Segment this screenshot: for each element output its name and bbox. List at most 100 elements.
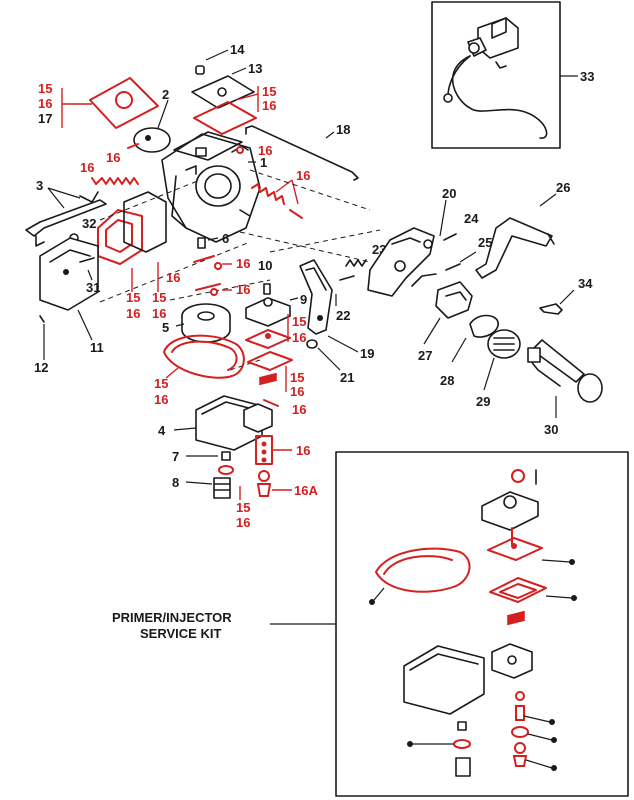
label-16-q: 16: [236, 515, 250, 530]
label-21: 21: [340, 370, 354, 385]
part-4-float-bowl: [195, 395, 273, 451]
label-15-g: 15: [126, 290, 140, 305]
label-12: 12: [34, 360, 48, 375]
part-30-choke-knob: [527, 339, 603, 403]
label-16-o: 16: [292, 402, 306, 417]
label-20: 20: [442, 186, 456, 201]
part-10-screw: [263, 283, 271, 295]
label-16-box: 16: [296, 443, 310, 458]
gasket-15-left: [89, 77, 159, 129]
spring-15-16-mid: [259, 373, 277, 385]
part-3-lever-arm: [25, 191, 107, 247]
part-23-spring: [345, 259, 367, 267]
part-12-screw: [39, 315, 45, 323]
label-22: 22: [336, 308, 350, 323]
label-16-upper: 16: [262, 98, 276, 113]
service-kit-inset: [335, 451, 629, 797]
label-15-h: 15: [152, 290, 166, 305]
label-15-m: 15: [290, 370, 304, 385]
label-13: 13: [248, 61, 262, 76]
label-33: 33: [580, 69, 594, 84]
part-18-link-rod: [245, 125, 359, 181]
part-34-clip: [539, 303, 563, 315]
label-5: 5: [162, 320, 169, 335]
label-7: 7: [172, 449, 179, 464]
label-9: 9: [300, 292, 307, 307]
spring-16-left: [91, 177, 139, 185]
screw-22-near: [339, 275, 355, 281]
part-2-diaphragm: [133, 127, 171, 153]
label-2: 2: [162, 87, 169, 102]
part-27-block: [435, 281, 473, 319]
label-16-d: 16: [258, 143, 272, 158]
label-16-i: 16: [236, 256, 250, 271]
label-15-q: 15: [236, 500, 250, 515]
part-6-pin: [197, 237, 206, 249]
label-4: 4: [158, 423, 166, 438]
diaphragm-15-16-mid: [245, 329, 293, 371]
label-18: 18: [336, 122, 350, 137]
label-16-l: 16: [292, 330, 306, 345]
label-3: 3: [36, 178, 43, 193]
label-24: 24: [464, 211, 479, 226]
part-24-screw: [443, 233, 457, 241]
part-1-carburetor-body: [161, 131, 261, 243]
part-9-primer-cap: [245, 297, 291, 327]
label-25: 25: [478, 235, 492, 250]
part-22-lever: [299, 259, 333, 335]
screw-16-left: [127, 143, 139, 149]
label-16-f: 16: [296, 168, 310, 183]
label-16-e: 16: [80, 160, 94, 175]
label-30: 30: [544, 422, 558, 437]
part-14-screw: [195, 65, 205, 75]
label-19: 19: [360, 346, 374, 361]
part-28-washer: [469, 314, 499, 338]
label-15-k: 15: [154, 376, 168, 391]
part-13-cover-plate: [191, 75, 255, 109]
part-8-drain-screw: [213, 477, 231, 499]
gasket-15-16-bowl: [163, 334, 245, 379]
label-8: 8: [172, 475, 179, 490]
label-16-c: 16: [106, 150, 120, 165]
part-25-screw: [445, 263, 461, 271]
label-29: 29: [476, 394, 490, 409]
part-21-washer: [306, 339, 318, 349]
dashed-guide-lines: [99, 169, 381, 371]
label-16-left: 16: [38, 96, 52, 111]
jet-16a: [256, 470, 272, 497]
jet-16-box: [255, 435, 273, 465]
label-15-upper: 15: [262, 84, 276, 99]
label-17: 17: [38, 111, 52, 126]
label-31: 31: [86, 280, 100, 295]
inset-box-33: [431, 1, 561, 149]
part-11-cover: [39, 237, 99, 311]
part-26-choke-lever: [475, 217, 555, 279]
label-28: 28: [440, 373, 454, 388]
label-32: 32: [82, 216, 96, 231]
label-6: 6: [222, 231, 229, 246]
pins-16-float: [193, 255, 222, 296]
screw-16-top: [236, 146, 244, 154]
label-1: 1: [260, 155, 267, 170]
label-16-j: 16: [236, 282, 250, 297]
label-11: 11: [90, 340, 104, 355]
label-15-left: 15: [38, 81, 52, 96]
part-31-screw: [79, 257, 95, 263]
part-29-disc: [487, 329, 521, 359]
label-14: 14: [230, 42, 245, 57]
label-26: 26: [556, 180, 570, 195]
label-15-l: 15: [292, 314, 306, 329]
spring-screw-16-right: [251, 183, 303, 219]
label-16-g: 16: [126, 306, 140, 321]
kit-label-line2: SERVICE KIT: [140, 626, 221, 641]
label-16-m: 16: [290, 384, 304, 399]
label-16-h: 16: [152, 306, 166, 321]
part-7-plug: [218, 451, 234, 475]
plate-side-black: [123, 191, 167, 253]
label-16-k: 16: [154, 392, 168, 407]
part-20-bracket: [367, 227, 437, 297]
gasket-15-upper: [193, 101, 257, 135]
label-16a: 16A: [294, 483, 318, 498]
label-27: 27: [418, 348, 432, 363]
